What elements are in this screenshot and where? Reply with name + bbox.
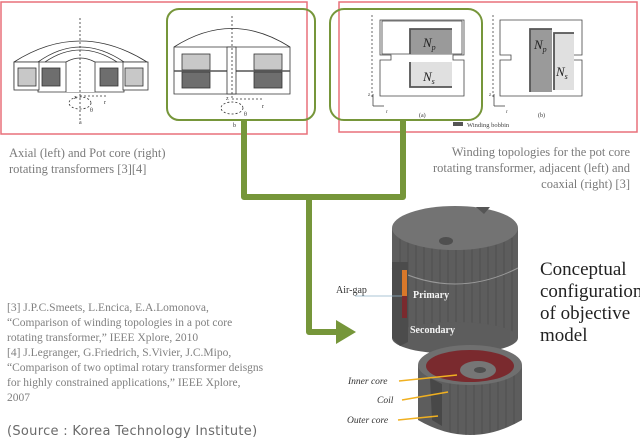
air-gap-label: Air-gap xyxy=(336,285,367,296)
adjacent-r-label: r xyxy=(386,110,388,115)
adjacent-secondary-label: Ns xyxy=(422,69,435,86)
winding-bobbin-swatch xyxy=(453,122,463,126)
reference-line: “Comparison of winding topologies in a p… xyxy=(7,317,233,329)
connector-arrow xyxy=(241,120,406,335)
model-title-line: model xyxy=(540,325,588,346)
caption-line: rotating transformer, adjacent (left) an… xyxy=(433,161,630,175)
coaxial-secondary-label: Ns xyxy=(555,64,568,81)
coaxial-z-label: z xyxy=(489,93,492,98)
adjacent-sub-label: (a) xyxy=(419,112,426,119)
inner-core-label: Inner core xyxy=(347,377,387,387)
coil-label: Coil xyxy=(377,396,394,406)
coaxial-r-label: r xyxy=(506,110,508,115)
primary-label: Primary xyxy=(413,290,449,301)
axial-pot-caption: Axial (left) and Pot core (right) rotati… xyxy=(9,145,166,177)
reference-line: [3] J.P.C.Smeets, L.Encica, E.A.Lomonova… xyxy=(7,302,209,314)
coaxial-sub-label: (b) xyxy=(538,112,545,119)
source-note: (Source : Korea Technology Institute) xyxy=(7,424,258,439)
reference-line: rotating transformer,” IEEE Xplore, 2010 xyxy=(7,332,199,344)
axial-theta-label: θ xyxy=(90,108,93,114)
axial-z-label: z xyxy=(74,95,77,101)
left-figure-frame xyxy=(0,1,308,135)
model-title: Conceptual configuration of objective mo… xyxy=(540,259,640,347)
model-title-line: Conceptual xyxy=(540,259,627,280)
axial-transformer-drawing xyxy=(13,18,149,120)
secondary-label: Secondary xyxy=(410,325,455,336)
pot-core-drawing xyxy=(173,16,291,115)
references-list: [3] J.P.C.Smeets, L.Encica, E.A.Lomonova… xyxy=(7,301,263,406)
winding-topology-caption: Winding topologies for the pot core rota… xyxy=(433,144,630,192)
caption-line: coaxial (right) [3] xyxy=(541,177,630,191)
model-title-line: configuration xyxy=(540,281,640,302)
right-figure-frame xyxy=(338,1,638,133)
callout-arrows xyxy=(397,374,458,421)
model-title-line: of objective xyxy=(540,303,631,324)
axial-r-label: r xyxy=(104,100,106,106)
outer-core-label: Outer core xyxy=(347,416,388,426)
axial-sub-label: a xyxy=(79,120,82,126)
winding-bobbin-legend: Winding bobbin xyxy=(467,122,510,129)
caption-line: Winding topologies for the pot core xyxy=(451,145,630,159)
coaxial-winding-drawing xyxy=(492,15,583,107)
pot-sub-label: b xyxy=(233,123,236,129)
secondary-core-3d xyxy=(418,345,522,435)
pot-theta-label: θ xyxy=(244,112,247,118)
caption-line: rotating transformers [3][4] xyxy=(9,162,147,176)
adjacent-winding-drawing xyxy=(371,15,465,107)
pot-r-label: r xyxy=(262,104,264,110)
adjacent-z-label: z xyxy=(368,93,371,98)
reference-line: 2007 xyxy=(7,392,30,404)
reference-line: [4] J.Legranger, G.Friedrich, S.Vivier, … xyxy=(7,347,232,359)
primary-core-3d xyxy=(391,206,519,354)
reference-line: for highly constrained applications,” IE… xyxy=(7,377,241,389)
pot-z-label: z xyxy=(226,96,229,102)
arrow-head xyxy=(336,320,356,344)
reference-line: “Comparison of two optimal rotary transf… xyxy=(7,362,264,374)
caption-line: Axial (left) and Pot core (right) xyxy=(9,146,166,160)
